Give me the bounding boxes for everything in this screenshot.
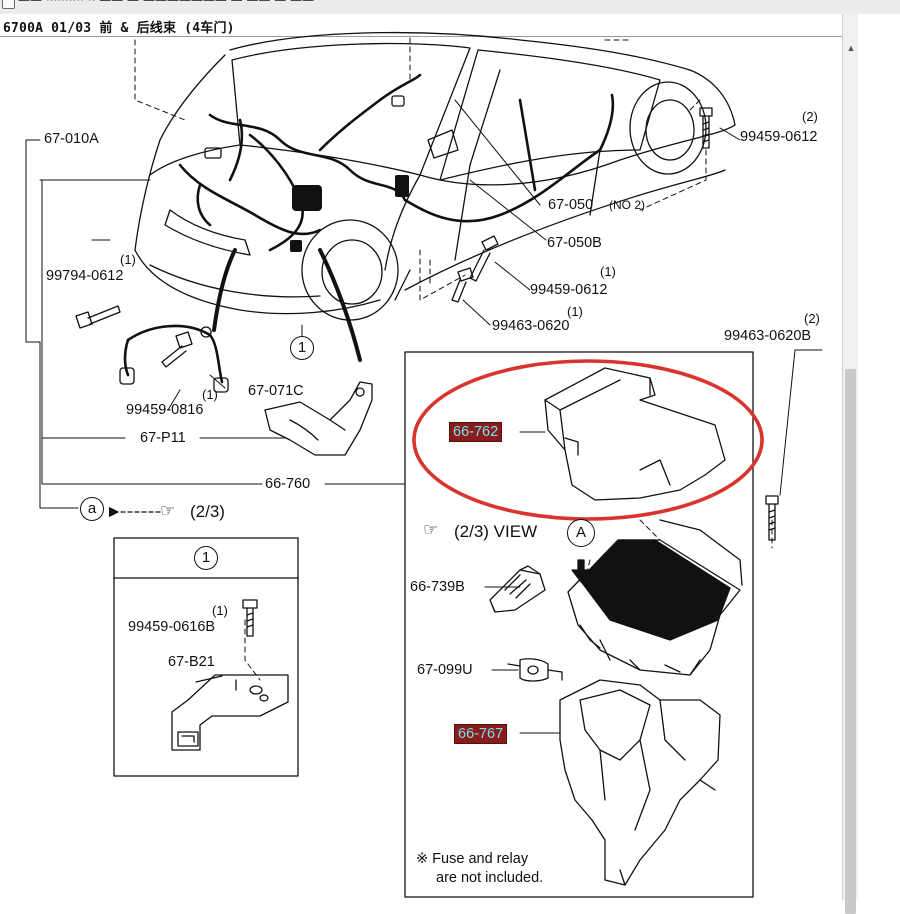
window-icon	[2, 0, 15, 9]
pointing-hand-icon-view: ☞	[423, 520, 439, 540]
diagram-title: 6700A 01/03 前 & 后线束 (4车门)	[3, 21, 235, 36]
inset-box-frame	[404, 351, 754, 898]
annotation-ring	[412, 359, 764, 521]
solid-leaders	[25, 99, 823, 734]
qty-99794-0612: (1)	[120, 252, 136, 267]
label-99463-0620: 99463-0620	[492, 318, 570, 334]
qty-99463-0620B: (2)	[804, 311, 820, 326]
reference-circle-a[interactable]: a	[80, 497, 104, 521]
bolt-99463-0620	[451, 267, 474, 303]
label-99459-0616B: 99459-0616B	[128, 619, 216, 635]
relay-66-739B	[489, 565, 546, 613]
highlight-label-66-762: 66-762	[449, 422, 503, 442]
vertical-scrollbar[interactable]: ▲	[842, 14, 859, 914]
label-67-050B: 67-050B	[547, 235, 602, 251]
label-99459-0612-mid: 99459-0612	[530, 282, 608, 298]
bolt-99459-0612-top	[699, 107, 713, 149]
bolt-99459-0816	[161, 331, 193, 368]
bolt-99459-0612-mid	[469, 235, 499, 282]
fuse-box-lower-case-66-767	[559, 679, 721, 886]
qty-99459-0612-mid: (1)	[600, 264, 616, 279]
wiring-harness	[178, 73, 615, 252]
label-67-P11: 67-P11	[140, 430, 186, 446]
reference-circle-1: 1	[290, 336, 314, 360]
qty-99459-0612-top: (2)	[802, 109, 818, 124]
label-99459-0816: 99459-0816	[126, 402, 204, 418]
label-99459-0612-top: 99459-0612	[740, 129, 818, 145]
label-67-050-note: (NO 2)	[609, 198, 645, 212]
fuse-box-cover-66-762	[544, 367, 726, 501]
label-view-2-3[interactable]: (2/3) VIEW	[454, 522, 538, 541]
ground-cable-67-071C	[119, 324, 229, 393]
note-line-2: are not included.	[436, 870, 544, 886]
detail-box-header-circle: 1	[194, 546, 218, 570]
clip-67-099U	[507, 658, 563, 682]
qty-99459-0816: (1)	[202, 387, 218, 402]
page-ref-2-3[interactable]: (2/3)	[190, 502, 225, 521]
cropped-header-text: —— ·········· ·· —— — ——————— — —— — ——	[18, 0, 315, 7]
diagram-title-bar: 6700A 01/03 前 & 后线束 (4车门)	[0, 14, 842, 37]
note-line-1: ※ Fuse and relay	[416, 851, 529, 867]
label-67-B21: 67-B21	[168, 654, 215, 670]
view-a-arrow	[571, 559, 591, 583]
reference-circle-view-a: A	[567, 519, 595, 547]
label-66-760: 66-760	[265, 476, 311, 492]
label-99794-0612: 99794-0612	[46, 268, 124, 284]
fuse-box-body	[567, 519, 743, 676]
label-66-739B: 66-739B	[410, 579, 465, 595]
vehicle-body-outline	[134, 31, 736, 321]
bracket-67-P11	[264, 381, 373, 456]
label-67-071C: 67-071C	[248, 383, 304, 399]
bolt-99459-0616B	[242, 599, 258, 637]
highlight-label-66-767: 66-767	[454, 724, 508, 744]
scroll-up-arrow-icon[interactable]: ▲	[846, 43, 856, 53]
label-67-010A: 67-010A	[44, 131, 99, 147]
pointing-hand-icon: ☞	[160, 501, 176, 521]
label-67-099U: 67-099U	[417, 662, 473, 678]
detail-box-frame	[113, 537, 299, 777]
bracket-67-B21	[171, 674, 289, 751]
label-99463-0620B: 99463-0620B	[724, 328, 812, 344]
bolt-99794-0612	[75, 305, 121, 329]
bolt-99463-0620B	[765, 495, 779, 541]
qty-99463-0620: (1)	[567, 304, 583, 319]
harness-branches	[212, 248, 362, 362]
dashed-leaders	[134, 37, 773, 681]
qty-99459-0616B: (1)	[212, 603, 228, 618]
exploded-parts-diagram	[25, 31, 823, 898]
scrollbar-thumb[interactable]	[845, 369, 856, 914]
label-67-050: 67-050	[548, 197, 594, 213]
right-margin	[858, 14, 900, 900]
harness-connectors	[204, 95, 409, 252]
